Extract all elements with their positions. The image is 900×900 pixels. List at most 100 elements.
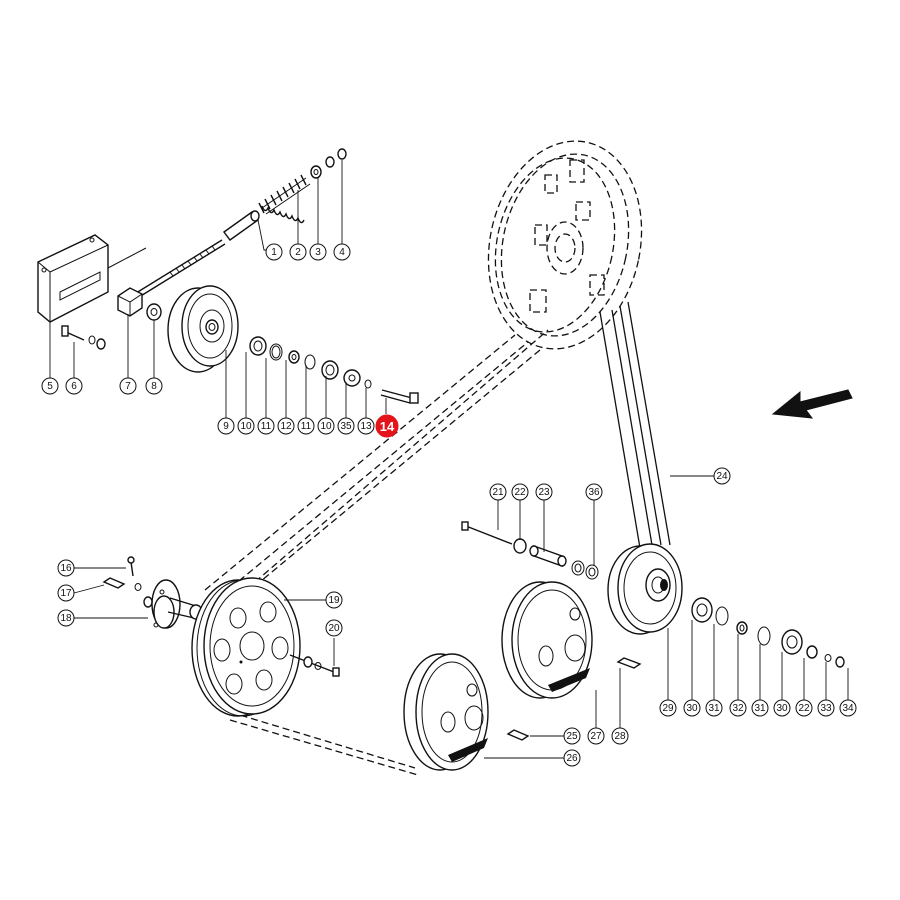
sleeve-1 — [223, 210, 260, 241]
belt-left-long — [204, 329, 549, 601]
callout-label: 10 — [240, 421, 252, 432]
callout-2: 2 — [289, 243, 307, 261]
callout-30: 30 — [683, 699, 701, 717]
callout-label: 25 — [566, 731, 578, 742]
callout-10: 10 — [237, 417, 255, 435]
callout-34: 34 — [839, 699, 857, 717]
callout-label: 11 — [261, 421, 272, 432]
callout-label: 23 — [538, 487, 550, 498]
callout-4: 4 — [333, 243, 351, 261]
callout-3: 3 — [309, 243, 327, 261]
callout-label: 14 — [380, 419, 395, 434]
callout-22: 22 — [795, 699, 813, 717]
callout-13: 13 — [357, 417, 375, 435]
callout-6: 6 — [65, 377, 83, 395]
mounting-bracket — [37, 234, 147, 323]
callout-29: 29 — [659, 699, 677, 717]
callout-21: 21 — [489, 483, 507, 501]
large-pulley-outline — [487, 140, 643, 350]
pulley-19 — [191, 577, 301, 717]
callout-22: 22 — [511, 483, 529, 501]
callout-18: 18 — [57, 609, 75, 627]
shaft-parts-21-23-36 — [461, 521, 599, 580]
belt-right-drive — [599, 301, 671, 549]
callout-label: 20 — [328, 623, 340, 634]
callout-32: 32 — [729, 699, 747, 717]
callout-19: 19 — [325, 591, 343, 609]
callout-24: 24 — [713, 467, 731, 485]
callout-30: 30 — [773, 699, 791, 717]
callout-label: 11 — [301, 421, 312, 432]
nut-4 — [325, 148, 347, 168]
callout-25: 25 — [563, 727, 581, 745]
key-25 — [506, 729, 530, 741]
callout-label: 16 — [60, 563, 72, 574]
pulley-26 — [403, 653, 489, 771]
callout-31: 31 — [705, 699, 723, 717]
callout-17: 17 — [57, 584, 75, 602]
leader-lines — [49, 160, 849, 759]
callout-31: 31 — [751, 699, 769, 717]
washer-3 — [310, 165, 322, 179]
callout-11: 11 — [257, 417, 275, 435]
callout-label: 29 — [662, 703, 674, 714]
callout-1: 1 — [265, 243, 283, 261]
callout-label: 31 — [754, 703, 766, 714]
callout-23: 23 — [535, 483, 553, 501]
callout-label: 24 — [716, 471, 728, 482]
callout-label: 7 — [125, 381, 131, 392]
square-block — [117, 287, 143, 317]
callout-35: 35 — [337, 417, 355, 435]
bearing-set-30-to-34 — [691, 597, 845, 668]
callout-label: 30 — [686, 703, 698, 714]
callout-14-highlighted: 14 — [375, 414, 399, 438]
callout-label: 28 — [614, 731, 626, 742]
callout-28: 28 — [611, 727, 629, 745]
pulley-27 — [501, 581, 593, 699]
callout-label: 8 — [151, 381, 157, 392]
callout-label: 32 — [732, 703, 744, 714]
callout-10: 10 — [317, 417, 335, 435]
callout-label: 18 — [60, 613, 72, 624]
bearing-set-9-to-13 — [249, 336, 419, 404]
callout-label: 34 — [842, 703, 854, 714]
key-17 — [102, 577, 142, 591]
callout-label: 1 — [271, 247, 277, 258]
callout-label: 27 — [590, 731, 602, 742]
callout-26: 26 — [563, 749, 581, 767]
callout-11: 11 — [297, 417, 315, 435]
pulley-29 — [607, 543, 683, 635]
callout-label: 21 — [492, 487, 504, 498]
callout-20: 20 — [325, 619, 343, 637]
callout-label: 33 — [820, 703, 832, 714]
callout-8: 8 — [145, 377, 163, 395]
callout-5: 5 — [41, 377, 59, 395]
callout-label: 10 — [320, 421, 332, 432]
callout-label: 26 — [566, 753, 578, 764]
callout-label: 30 — [776, 703, 788, 714]
idler-pulley-9 — [167, 285, 239, 373]
callout-label: 19 — [328, 595, 340, 606]
callout-label: 17 — [60, 588, 72, 599]
threaded-rod — [127, 239, 226, 303]
callout-9: 9 — [217, 417, 235, 435]
callout-label: 4 — [339, 247, 345, 258]
bolt-20 — [289, 654, 340, 677]
callout-7: 7 — [119, 377, 137, 395]
callout-label: 9 — [223, 421, 229, 432]
callout-12: 12 — [277, 417, 295, 435]
callout-27: 27 — [587, 727, 605, 745]
hub-flange-18 — [143, 579, 203, 629]
direction-arrow — [771, 389, 853, 419]
callout-label: 31 — [708, 703, 720, 714]
callout-label: 36 — [588, 487, 600, 498]
spring-2 — [258, 174, 311, 224]
callout-label: 5 — [47, 381, 53, 392]
callout-label: 22 — [798, 703, 810, 714]
bolt-16 — [127, 556, 135, 577]
callout-36: 36 — [585, 483, 603, 501]
bolt-6 — [61, 325, 106, 350]
callout-33: 33 — [817, 699, 835, 717]
